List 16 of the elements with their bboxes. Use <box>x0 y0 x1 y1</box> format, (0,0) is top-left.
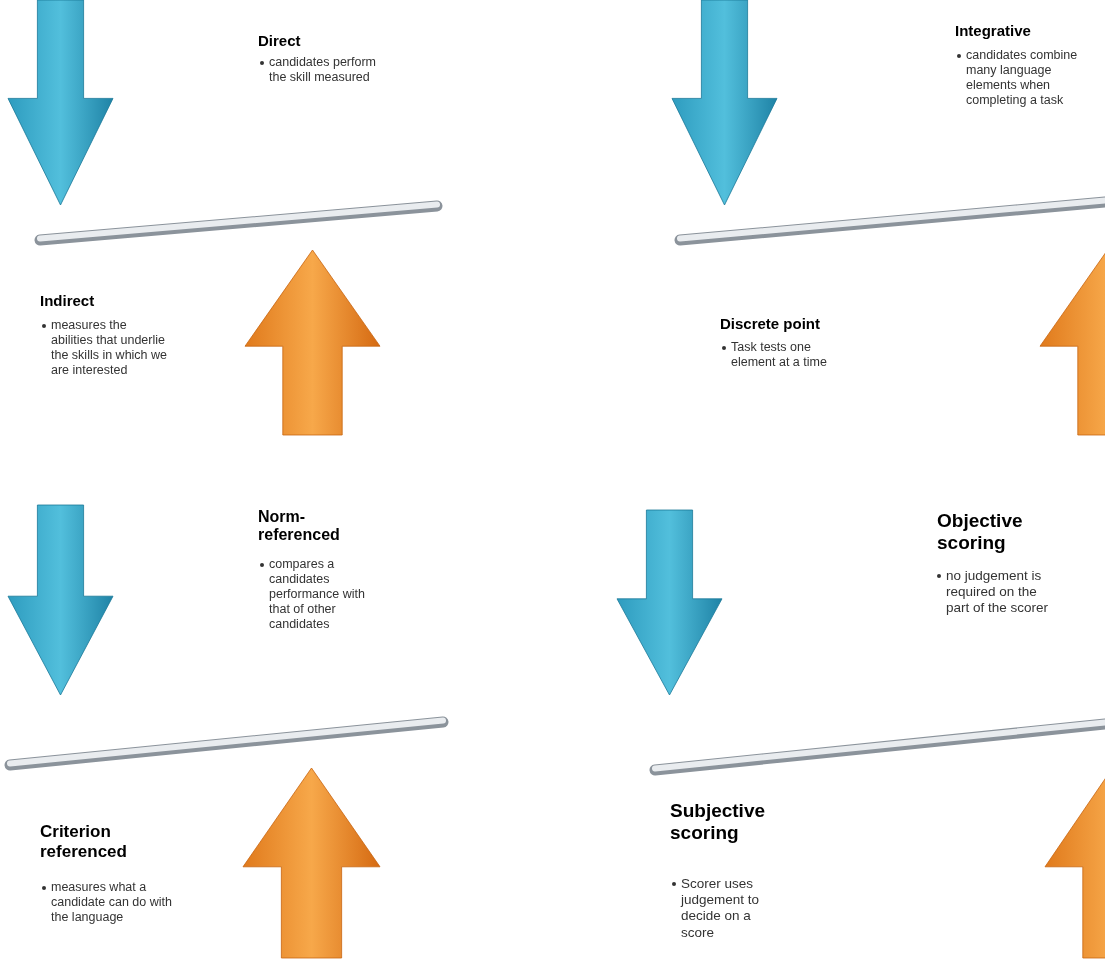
bullet-point: candidates perform the skill measured <box>269 55 377 85</box>
bullet-point: measures what a candidate can do with the language <box>51 880 172 925</box>
bullet-point: no judgement is required on the part of the scorer <box>946 568 1050 617</box>
heading: Indirect <box>40 292 96 310</box>
heading: Subjective scoring <box>670 800 767 844</box>
heading: Criterion referenced <box>40 822 128 862</box>
heading: Direct <box>258 32 302 50</box>
bullet-point: measures the abilities that underlie the skills in which we are interested <box>51 318 167 378</box>
heading: Norm-referenced <box>258 508 341 545</box>
bullet-point: candidates combine many language elements when completing a task <box>966 48 1079 108</box>
heading: Integrative <box>955 22 1032 40</box>
bullet-point: compares a candidates performance with that of other candidates <box>269 557 366 632</box>
bullet-point: Scorer uses judgement to decide on a score <box>681 876 761 941</box>
heading: Discrete point <box>720 315 822 333</box>
bullet-point: Task tests one element at a time <box>731 340 828 370</box>
heading: Objective scoring <box>937 510 1024 554</box>
